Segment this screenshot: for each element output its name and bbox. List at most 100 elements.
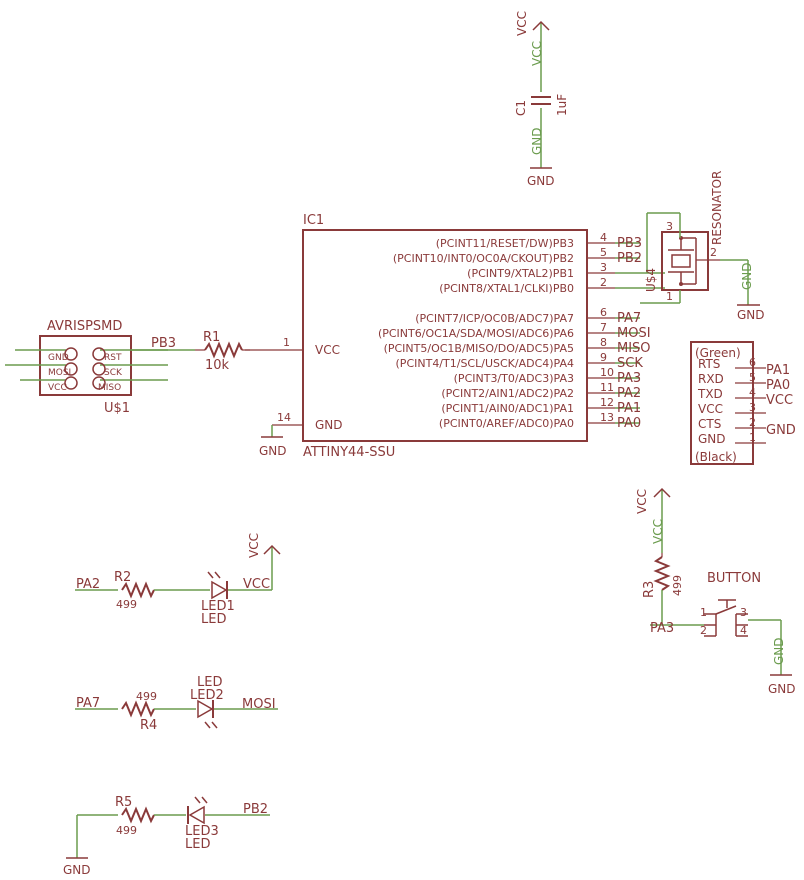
resonator-pin-2: 2 bbox=[710, 246, 717, 259]
ic1-pin-function: (PCINT2/AIN1/ADC2)PA2 bbox=[441, 387, 574, 400]
ftdi-pin-number: 3 bbox=[749, 401, 756, 414]
ic1-attiny44[interactable]: IC1 ATTINY44-SSU 1 VCC 14 GND GND (PCINT… bbox=[245, 213, 665, 460]
led1-net-vcc: VCC bbox=[243, 577, 270, 592]
ic1-pin-net-label: PB3 bbox=[617, 236, 642, 251]
ic1-name: IC1 bbox=[303, 213, 324, 228]
avrisp-pin-gnd: GND bbox=[48, 353, 69, 363]
led1-vcc-symbol: VCC bbox=[247, 533, 261, 558]
r3-value: 499 bbox=[671, 575, 684, 596]
avrisp-header[interactable]: AVRISPSMD U$1 GND MOSI VCC RST SCK MISO bbox=[5, 319, 168, 416]
avrisp-pin-vcc: VCC bbox=[48, 383, 67, 393]
ic1-pin-function: (PCINT10/INT0/OC0A/CKOUT)PB2 bbox=[393, 252, 574, 265]
led3-row[interactable]: R5 499 LED3 LED PB2 GND bbox=[63, 795, 270, 877]
ic1-pin-function: (PCINT9/XTAL2)PB1 bbox=[467, 267, 574, 280]
ftdi-pin-number: 6 bbox=[749, 356, 756, 369]
ic1-pin-number: 5 bbox=[600, 246, 607, 259]
led3-net-pb2: PB2 bbox=[243, 802, 268, 817]
ic1-pin-number: 7 bbox=[600, 321, 607, 334]
ic1-pin-net-label: SCK bbox=[617, 356, 643, 371]
ic1-pin-function: (PCINT6/OC1A/SDA/MOSI/ADC6)PA6 bbox=[378, 327, 574, 340]
resonator-pin-3: 3 bbox=[666, 220, 673, 233]
led2-net-mosi: MOSI bbox=[242, 697, 276, 712]
ic1-pin-net-label: PA7 bbox=[617, 311, 641, 326]
ic1-gnd-pin-label: GND bbox=[315, 418, 343, 432]
ic1-pin-number: 2 bbox=[600, 276, 607, 289]
resonator-gnd-net: GND bbox=[740, 262, 754, 290]
ic1-pin-function: (PCINT3/T0/ADC3)PA3 bbox=[454, 372, 574, 385]
r5-value: 499 bbox=[116, 824, 137, 837]
ic1-part: ATTINY44-SSU bbox=[303, 445, 395, 460]
avrisp-pin-sck: SCK bbox=[104, 368, 123, 378]
ic1-pin-number: 13 bbox=[600, 411, 614, 424]
ftdi-pin-name: CTS bbox=[698, 417, 721, 431]
button-pin-3: 3 bbox=[740, 606, 747, 619]
avrisp-pin-miso: MISO bbox=[98, 383, 121, 393]
avrisp-name: AVRISPSMD bbox=[47, 319, 122, 334]
button-pin-1: 1 bbox=[700, 606, 707, 619]
avrisp-pin-rst: RST bbox=[104, 353, 122, 363]
ic1-pin-number: 4 bbox=[600, 231, 607, 244]
led1-row[interactable]: PA2 R2 499 LED1 LED VCC VCC bbox=[75, 533, 281, 627]
c1-name: C1 bbox=[514, 100, 528, 116]
button-name: BUTTON bbox=[707, 571, 761, 586]
ic1-pin-net-label: PA1 bbox=[617, 401, 641, 416]
resonator-u4[interactable]: 3 2 1 U$4 RESONATOR GND GND bbox=[640, 171, 765, 322]
ftdi-pin-net: PA0 bbox=[766, 378, 790, 393]
r3-vcc-symbol: VCC bbox=[635, 489, 649, 514]
ic1-vcc-pin-label: VCC bbox=[315, 343, 340, 357]
c1-value: 1uF bbox=[555, 94, 569, 116]
r1-net-pb3: PB3 bbox=[151, 336, 176, 351]
resonator-name: U$4 bbox=[644, 268, 658, 292]
c1-capacitor[interactable]: VCC VCC C1 1uF GND GND bbox=[514, 11, 569, 188]
resonator-label: RESONATOR bbox=[710, 171, 724, 245]
button-gnd-net: GND bbox=[772, 637, 786, 665]
ftdi-pin-name: TXD bbox=[697, 387, 723, 401]
ftdi-pin-number: 2 bbox=[749, 416, 756, 429]
ic1-pin-number: 12 bbox=[600, 396, 614, 409]
ic1-vcc-pin-number: 1 bbox=[283, 336, 290, 349]
ftdi-top-label: (Green) bbox=[695, 346, 741, 360]
avrisp-pin-mosi: MOSI bbox=[48, 368, 71, 378]
ic1-pin-number: 9 bbox=[600, 351, 607, 364]
resonator-pin-1: 1 bbox=[666, 290, 673, 303]
c1-vcc-symbol-label: VCC bbox=[515, 11, 529, 36]
ftdi-pin-net: VCC bbox=[766, 393, 793, 408]
led1-value: LED bbox=[201, 612, 226, 627]
r3-button-group[interactable]: VCC VCC R3 499 BUTTON 1 2 3 4 PA3 GND GN… bbox=[635, 487, 796, 696]
r3-name: R3 bbox=[642, 581, 657, 598]
ftdi-pin-name: RTS bbox=[698, 357, 720, 371]
led2-net-pa7: PA7 bbox=[76, 696, 100, 711]
ftdi-pin-net: GND bbox=[766, 423, 796, 438]
ic1-pin-function: (PCINT5/OC1B/MISO/DO/ADC5)PA5 bbox=[384, 342, 574, 355]
r2-name: R2 bbox=[114, 570, 131, 585]
r3-vcc-net: VCC bbox=[651, 519, 665, 544]
ic1-pin-number: 8 bbox=[600, 336, 607, 349]
ftdi-pin-number: 4 bbox=[749, 386, 756, 399]
r2-value: 499 bbox=[116, 598, 137, 611]
r1-resistor[interactable]: PB3 R1 10k bbox=[131, 330, 250, 373]
ftdi-pin-number: 1 bbox=[749, 431, 756, 444]
ftdi-bottom-label: (Black) bbox=[695, 450, 737, 464]
r4-name: R4 bbox=[140, 718, 157, 733]
ic1-pin-number: 6 bbox=[600, 306, 607, 319]
ic1-pin-function: (PCINT0/AREF/ADC0)PA0 bbox=[439, 417, 574, 430]
ic1-pin-net-label: PA3 bbox=[617, 371, 641, 386]
ic1-pin-number: 11 bbox=[600, 381, 614, 394]
led3-gnd-symbol: GND bbox=[63, 863, 91, 877]
r1-name: R1 bbox=[203, 330, 220, 345]
ic1-pin-function: (PCINT1/AIN0/ADC1)PA1 bbox=[441, 402, 574, 415]
ic1-gnd-pin-number: 14 bbox=[277, 411, 291, 424]
led2-name: LED2 bbox=[190, 688, 224, 703]
led3-name: LED3 bbox=[185, 824, 219, 839]
r5-name: R5 bbox=[115, 795, 132, 810]
ic1-pin-net-label: MISO bbox=[617, 341, 651, 356]
ftdi-pin-name: RXD bbox=[698, 372, 724, 386]
button-gnd-symbol: GND bbox=[768, 682, 796, 696]
button-net-pa3: PA3 bbox=[650, 621, 674, 636]
led2-row[interactable]: PA7 499 R4 LED LED2 MOSI bbox=[75, 675, 278, 733]
